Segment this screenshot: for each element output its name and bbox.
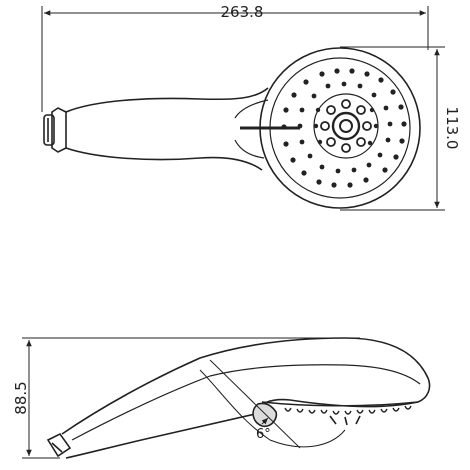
angle-label: 6° [256, 427, 271, 442]
hose-connector-side [46, 432, 72, 458]
spray-nozzles-side [284, 405, 412, 426]
spray-ring-inner [313, 93, 379, 159]
angle-arrow [261, 417, 269, 425]
hose-connector-top [43, 107, 67, 153]
head-inner-rim [269, 57, 411, 199]
height-dimension-line [340, 46, 445, 211]
shower-body-inner-line [71, 364, 421, 441]
angle-reference-line [209, 359, 301, 449]
shower-body-side [61, 337, 431, 459]
top-view: 263.8 113.0 [41, 3, 461, 211]
width-dimension-line [41, 6, 429, 112]
side-height-dimension-label: 88.5 [12, 381, 30, 414]
angle-arc [199, 369, 346, 448]
side-height-dimension-line [22, 337, 360, 459]
head-outer-rim [259, 47, 421, 209]
height-dimension-label: 113.0 [443, 107, 461, 150]
width-dimension-label: 263.8 [221, 3, 264, 21]
spray-nozzles-top [281, 68, 407, 188]
handle-outline-top [65, 87, 269, 171]
side-view: 88.5 [12, 337, 431, 459]
center-spray-nozzles [320, 99, 372, 153]
spray-face-side [261, 401, 419, 407]
thumb-lever-side [252, 402, 278, 428]
center-nozzle-core [339, 119, 353, 133]
handle-inner-line [234, 99, 269, 159]
center-nozzle-ring [331, 111, 361, 141]
